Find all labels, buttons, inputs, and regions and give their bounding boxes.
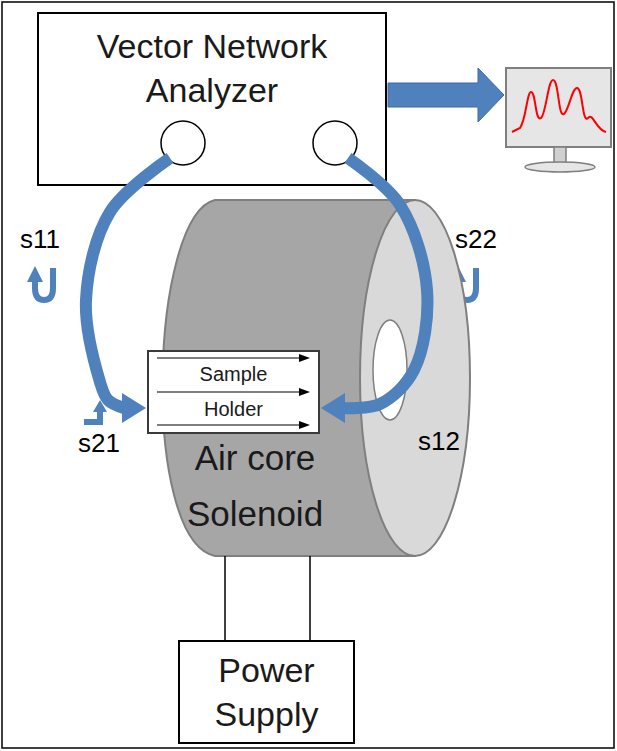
solenoid-bore <box>373 320 407 420</box>
field-arrow-head <box>299 354 310 362</box>
field-line <box>157 357 301 358</box>
transmission-icon <box>84 411 100 422</box>
power-supply-box: Power Supply <box>178 640 355 744</box>
field-arrow-head <box>299 388 310 396</box>
supply-wire-line <box>309 556 311 640</box>
solenoid-end-face <box>360 200 470 556</box>
port-parameter-label: s22 <box>455 224 497 254</box>
port-parameter-label: s21 <box>78 428 120 458</box>
field-line <box>157 424 301 425</box>
output-arrow <box>388 68 504 122</box>
monitor-stand <box>554 147 566 163</box>
monitor-screen <box>506 68 611 147</box>
analyzer-box: Vector Network Analyzer <box>37 12 387 186</box>
port-parameter-label: s12 <box>418 426 460 456</box>
node-label: Vector Network Analyzer <box>52 24 372 112</box>
monitor-waveform <box>512 80 606 132</box>
node-label: Sample Holder <box>184 357 284 427</box>
field-arrow-head <box>299 421 310 429</box>
sample-holder-box: Sample Holder <box>147 350 320 434</box>
node-label: Air core Solenoid <box>170 430 340 542</box>
monitor-base <box>525 162 595 172</box>
arrow-head <box>122 393 146 423</box>
supply-wire-line <box>224 556 226 640</box>
supply-wire <box>310 556 311 640</box>
field-line <box>157 391 301 392</box>
port-parameter-label: s11 <box>20 224 60 254</box>
node-label: Power Supply <box>192 648 342 736</box>
reflection-icon-head <box>27 266 43 282</box>
supply-wire <box>225 556 226 640</box>
